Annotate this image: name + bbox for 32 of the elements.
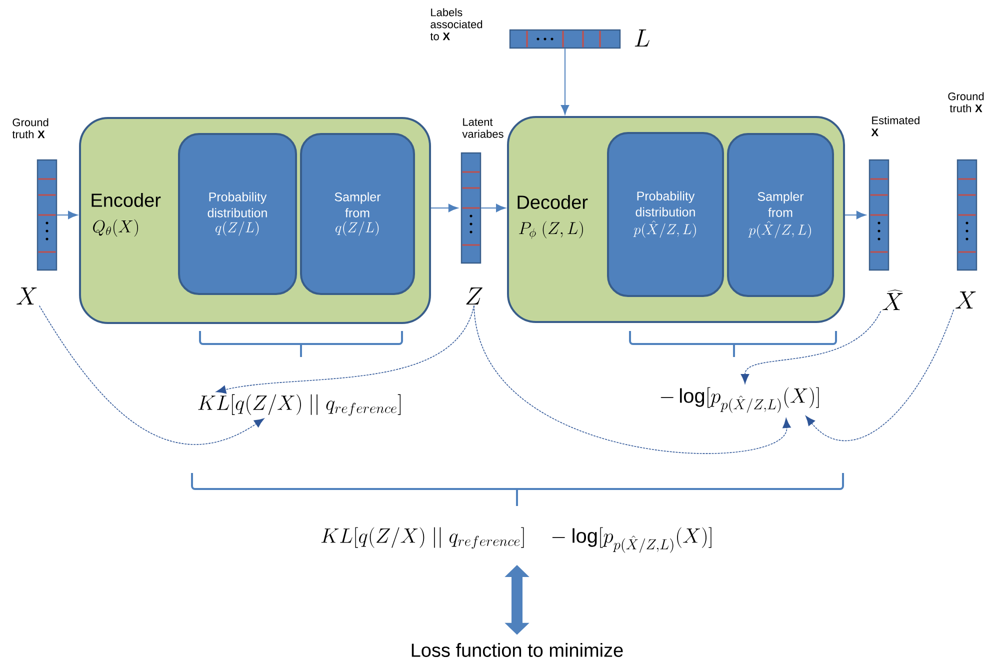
dashed-arrow: [38, 305, 264, 445]
formula: $KL[q(Z/X)\ ||\ q_{reference}]$: [198, 394, 401, 416]
vector-symbol: $\widehat{X}$: [882, 290, 903, 310]
arrow: [560, 48, 570, 115]
process-box: Probability distribution $p(\hat{X}/Z,L)$: [607, 132, 724, 297]
arrow: [844, 210, 866, 220]
dashed-arrow: [806, 309, 954, 442]
process-box: Sampler from $p(\hat{X}/Z,L)$: [727, 133, 834, 297]
dashed-arrow: [474, 305, 791, 454]
dashed-arrow: [216, 305, 474, 394]
dashed-arrow: [740, 310, 882, 384]
vector-symbol: $L$: [634, 30, 650, 46]
module-title: Encoder: [92, 193, 161, 207]
vector-symbol: $X$: [956, 292, 976, 308]
module-formula: $Q_{\theta}(X)$: [93, 219, 138, 237]
vector-symbol: $Z$: [466, 288, 482, 304]
vector-label: Labels associated to X: [430, 8, 482, 40]
label-text: Loss function to minimize: [412, 643, 623, 657]
module-title: Decoder: [518, 195, 588, 209]
vector-label: Ground truth X: [12, 118, 48, 138]
arrow: [480, 204, 506, 212]
process-box: Probability distribution $q(Z/L)$: [178, 133, 297, 295]
formula: $KL[q(Z/X)\ ||\ q_{reference}]\quad -\log[p_{p(\hat{X}/Z,L)}(X)]$: [321, 527, 712, 553]
process-box: Sampler from $q(Z/L)$: [300, 133, 415, 295]
arrow: [430, 204, 458, 212]
vector-label: Latent variabes: [462, 118, 504, 138]
vector-label: Estimated X: [871, 116, 920, 136]
vector-label: Ground truth X: [948, 92, 984, 112]
vector-symbol: $X$: [16, 288, 37, 304]
module-formula: $P_{\phi}\ (Z,L)$: [519, 221, 583, 240]
formula: $-\log[p_{p(\hat{X}/Z,L)}(X)]$: [660, 387, 819, 413]
arrow: [56, 210, 78, 220]
